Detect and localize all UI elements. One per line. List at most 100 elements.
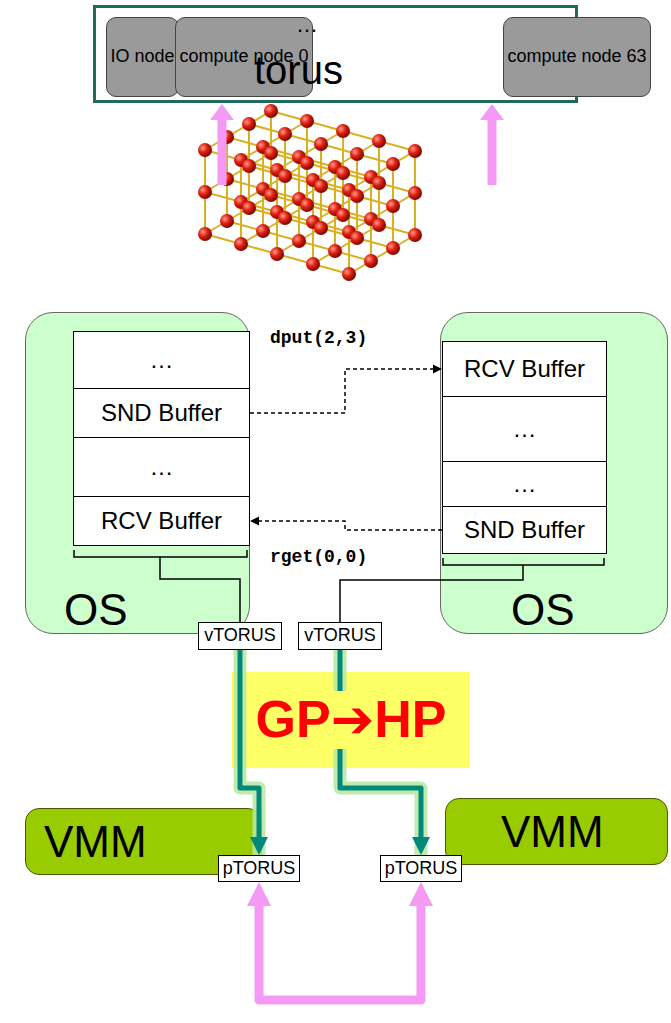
torus-node-sphere bbox=[350, 231, 364, 245]
torus-node-sphere bbox=[314, 221, 328, 235]
node-text: … bbox=[150, 454, 174, 480]
torus-node-sphere bbox=[372, 218, 386, 232]
connector-line bbox=[340, 650, 421, 845]
buffer-bracket bbox=[74, 550, 247, 622]
torus-node-sphere bbox=[306, 257, 320, 271]
buffer-cell: … bbox=[442, 461, 607, 507]
torus-node-sphere bbox=[372, 134, 386, 148]
torus-node-sphere bbox=[408, 228, 422, 242]
torus-node-sphere bbox=[314, 179, 328, 193]
connector-line bbox=[340, 650, 421, 855]
arrowhead bbox=[250, 837, 268, 855]
torus-node-sphere bbox=[292, 234, 306, 248]
dashed-arrow bbox=[250, 365, 442, 414]
os-panel: OS RCV Buffer … … SND Buffer bbox=[440, 312, 668, 634]
torus-node-sphere bbox=[336, 208, 350, 222]
torus-node-sphere bbox=[278, 211, 292, 225]
node-text: … bbox=[150, 347, 174, 373]
node-text: compute node 63 bbox=[507, 47, 646, 67]
arrowhead bbox=[409, 882, 433, 906]
pink-arrow bbox=[488, 118, 497, 185]
buffer-bracket bbox=[340, 558, 604, 622]
compute-node-box: compute node 63 bbox=[503, 17, 651, 97]
torus-node-sphere bbox=[198, 143, 212, 157]
node-text: SND Buffer bbox=[464, 517, 585, 543]
torus-node-sphere bbox=[314, 137, 328, 151]
node-text: OS bbox=[64, 588, 128, 632]
connector-line bbox=[250, 369, 438, 413]
torus-node-sphere bbox=[198, 185, 212, 199]
torus-frame: …torusIO nodecompute node 0compute node … bbox=[93, 5, 578, 103]
torus-node-sphere bbox=[300, 156, 314, 170]
node-text: RCV Buffer bbox=[101, 508, 222, 534]
connector-line bbox=[240, 650, 259, 845]
torus-node-sphere bbox=[336, 166, 350, 180]
node-text: RCV Buffer bbox=[464, 356, 585, 382]
node-text: VMM bbox=[501, 810, 604, 854]
node-text: … bbox=[513, 471, 537, 497]
torus-illustration bbox=[198, 104, 422, 281]
connector-line bbox=[240, 650, 259, 855]
pink-arrowhead bbox=[480, 104, 504, 120]
torus-node-sphere bbox=[242, 201, 256, 215]
buffer-cell: SND Buffer bbox=[442, 506, 607, 554]
edge-label: rget(0,0) bbox=[268, 547, 369, 569]
buffer-cell: RCV Buffer bbox=[442, 341, 607, 397]
torus-node-sphere bbox=[408, 186, 422, 200]
torus-node-sphere bbox=[386, 157, 400, 171]
io-node-box: IO node bbox=[106, 17, 179, 97]
buffer-cell: … bbox=[73, 437, 250, 497]
node-text: IO node bbox=[110, 47, 174, 67]
torus-node-sphere bbox=[278, 169, 292, 183]
mapping-arrow bbox=[240, 650, 268, 855]
torus-node-sphere bbox=[350, 189, 364, 203]
torus-node-sphere bbox=[242, 159, 256, 173]
buffer-cell: … bbox=[442, 396, 607, 462]
buffer-cell: SND Buffer bbox=[73, 388, 250, 438]
node-text: OS bbox=[511, 588, 575, 632]
pink-arrow bbox=[218, 118, 227, 185]
torus-node-sphere bbox=[234, 237, 248, 251]
arrowhead bbox=[247, 882, 271, 906]
torus-node-sphere bbox=[336, 124, 350, 138]
torus-node-sphere bbox=[242, 117, 256, 131]
torus-node-sphere bbox=[386, 199, 400, 213]
port-box: vTORUS bbox=[298, 622, 382, 650]
torus-node-sphere bbox=[270, 247, 284, 261]
node-text: … bbox=[296, 14, 318, 36]
torus-node-sphere bbox=[342, 267, 356, 281]
torus-node-sphere bbox=[256, 224, 270, 238]
torus-node-sphere bbox=[264, 188, 278, 202]
node-text: SND Buffer bbox=[101, 400, 222, 426]
torus-node-sphere bbox=[264, 146, 278, 160]
node-text: compute node 0 bbox=[179, 47, 308, 67]
vmm-box: VMM bbox=[445, 798, 668, 865]
torus-node-sphere bbox=[328, 244, 342, 258]
torus-node-sphere bbox=[372, 176, 386, 190]
dashed-arrow bbox=[250, 517, 442, 531]
torus-node-sphere bbox=[278, 127, 292, 141]
pink-arrowhead bbox=[210, 104, 234, 120]
buffer-cell: RCV Buffer bbox=[73, 496, 250, 546]
connector-line bbox=[259, 896, 421, 1000]
arrowhead bbox=[412, 837, 430, 855]
torus-node-sphere bbox=[386, 241, 400, 255]
node-text: pTORUS bbox=[223, 859, 296, 879]
os-panel: OS … SND Buffer … RCV Buffer bbox=[25, 312, 250, 634]
torus-node-sphere bbox=[408, 144, 422, 158]
node-text: GP➔HP bbox=[256, 691, 447, 748]
torus-node-sphere bbox=[350, 147, 364, 161]
torus-node-sphere bbox=[220, 214, 234, 228]
port-box: pTORUS bbox=[218, 855, 300, 882]
port-box: pTORUS bbox=[380, 855, 462, 882]
port-box: vTORUS bbox=[198, 622, 282, 650]
torus-node-sphere bbox=[300, 114, 314, 128]
node-text: VMM bbox=[44, 820, 147, 864]
buffer-cell: … bbox=[73, 331, 250, 389]
connector-line bbox=[254, 521, 442, 530]
torus-node-sphere bbox=[300, 198, 314, 212]
physical-link-arrow bbox=[247, 882, 433, 1000]
mapping-arrow bbox=[340, 650, 430, 855]
